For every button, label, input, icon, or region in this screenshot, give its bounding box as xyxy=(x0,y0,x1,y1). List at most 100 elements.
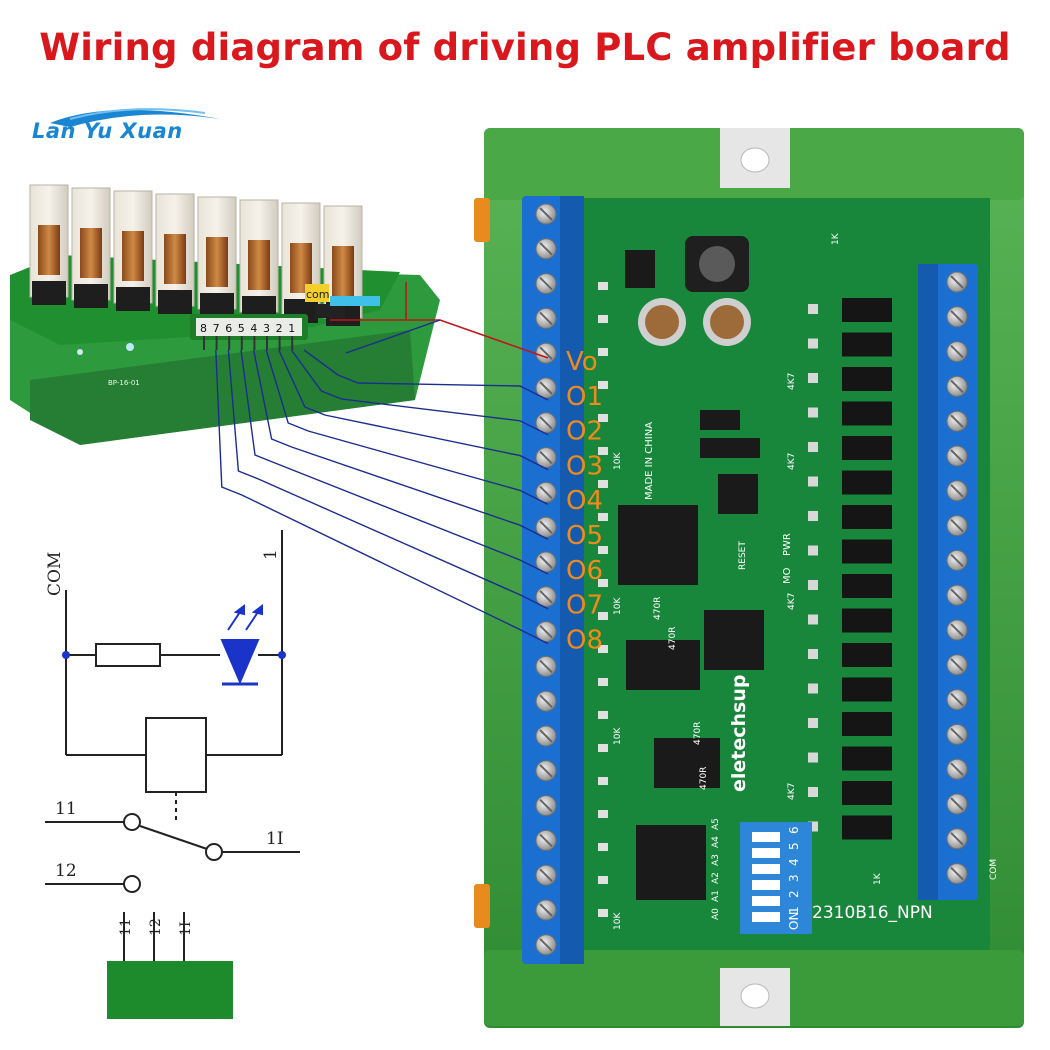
relay-coil xyxy=(248,240,270,290)
screw-slot xyxy=(539,903,553,917)
pcb-small-label: A3 xyxy=(711,854,721,866)
pcb-small-label: A4 xyxy=(711,836,721,848)
relay-schematic xyxy=(45,530,300,1019)
output-wire xyxy=(252,349,549,540)
screw-slot xyxy=(950,797,964,811)
schematic-com-label: COM xyxy=(45,552,65,596)
smd-resistor xyxy=(808,442,818,452)
pcb-small-label: 4K7 xyxy=(787,783,797,800)
schematic-12-label: 12 xyxy=(55,861,77,881)
relay-com-label: com xyxy=(306,288,330,301)
output-label: O7 xyxy=(566,591,603,621)
pcb-model: 2310B16_NPN xyxy=(812,903,933,923)
smd-resistor xyxy=(808,476,818,487)
screw-slot xyxy=(950,310,964,324)
pcb-small-label: A0 xyxy=(711,908,721,920)
smd-resistor xyxy=(808,718,818,728)
dip-key xyxy=(752,896,780,906)
smd-resistor xyxy=(808,407,818,418)
screw-slot xyxy=(950,484,964,498)
optocoupler xyxy=(842,539,892,564)
screw-slot xyxy=(950,379,964,394)
relay-coil xyxy=(332,246,354,296)
wires xyxy=(215,282,549,645)
optocoupler xyxy=(842,677,892,702)
screw-slot xyxy=(950,727,964,742)
output-label: O1 xyxy=(566,382,603,412)
screw-slot xyxy=(539,938,553,952)
dip-key xyxy=(752,832,780,842)
screw-slot xyxy=(950,275,964,289)
optocoupler xyxy=(842,746,892,771)
dip-label: 3 xyxy=(787,874,801,882)
pcb-small-label: 1K xyxy=(831,232,841,245)
screw-slot xyxy=(539,416,553,430)
screw-slot xyxy=(950,588,964,602)
relay-row xyxy=(29,184,363,326)
dip-label: 4 xyxy=(787,858,801,866)
output-label: O5 xyxy=(566,521,603,551)
screw-slot xyxy=(950,832,964,846)
pcb-small-label: 10K xyxy=(613,452,623,470)
input-led xyxy=(598,678,608,686)
smd-resistor xyxy=(808,580,818,590)
relay-terminal-label: 7 xyxy=(213,322,220,335)
output-wire xyxy=(227,349,549,610)
input-led xyxy=(598,711,608,719)
input-led xyxy=(598,282,608,290)
screw-slot xyxy=(950,692,964,707)
input-led xyxy=(598,645,608,653)
smd-resistor xyxy=(808,787,818,797)
pcb-made-in: MADE IN CHINA xyxy=(644,422,655,500)
optocoupler xyxy=(842,712,892,736)
pcb-small-label: 4K7 xyxy=(787,373,797,390)
input-led xyxy=(598,909,608,917)
output-wire xyxy=(290,349,549,436)
smd-resistor xyxy=(808,338,818,349)
dip-label: ON xyxy=(787,912,801,930)
smd-resistor xyxy=(808,373,818,383)
screw-slot xyxy=(539,520,553,534)
screw-slot xyxy=(539,450,553,465)
relay-terminal-label: 2 xyxy=(276,322,283,335)
pcb-small-label: COM xyxy=(989,859,999,880)
input-led xyxy=(598,447,608,455)
input-led xyxy=(598,777,608,785)
screw-slot xyxy=(950,449,964,463)
relay-terminal-label: 8 xyxy=(200,322,207,335)
screw-slot xyxy=(539,276,553,291)
optocoupler xyxy=(842,470,892,495)
dip-label: 6 xyxy=(787,826,801,834)
screw-slot xyxy=(539,624,553,639)
output-label: Vo xyxy=(566,347,598,377)
schematic-1-label: 1 xyxy=(261,549,281,560)
screw-slot xyxy=(539,659,553,674)
output-wire xyxy=(215,349,549,645)
smd-resistor xyxy=(808,545,818,556)
pcb-small-label: 10K xyxy=(613,597,623,615)
smd-resistor xyxy=(808,649,818,659)
relay-terminal-label: 3 xyxy=(263,322,270,335)
input-led xyxy=(598,546,608,554)
pcb-small-label: 470R xyxy=(699,767,709,790)
screw-slot xyxy=(950,553,964,568)
dip-key xyxy=(752,880,780,890)
pcb-brand: eletechsup xyxy=(728,675,750,792)
optocoupler xyxy=(842,436,892,460)
screw-slot xyxy=(950,762,964,776)
output-label: O4 xyxy=(566,486,603,516)
screw-slot xyxy=(539,381,553,395)
relay-coil xyxy=(290,243,312,293)
output-wire xyxy=(265,349,549,506)
input-led xyxy=(598,381,608,389)
optocoupler xyxy=(842,505,892,529)
input-led xyxy=(598,843,608,851)
relay-terminal-label: 5 xyxy=(238,322,245,335)
screw-slot xyxy=(950,518,964,533)
screw-slot xyxy=(539,242,553,256)
relay-socket xyxy=(74,284,108,308)
screw-slot xyxy=(539,868,553,882)
schematic-1i-label: 1I xyxy=(266,829,284,849)
